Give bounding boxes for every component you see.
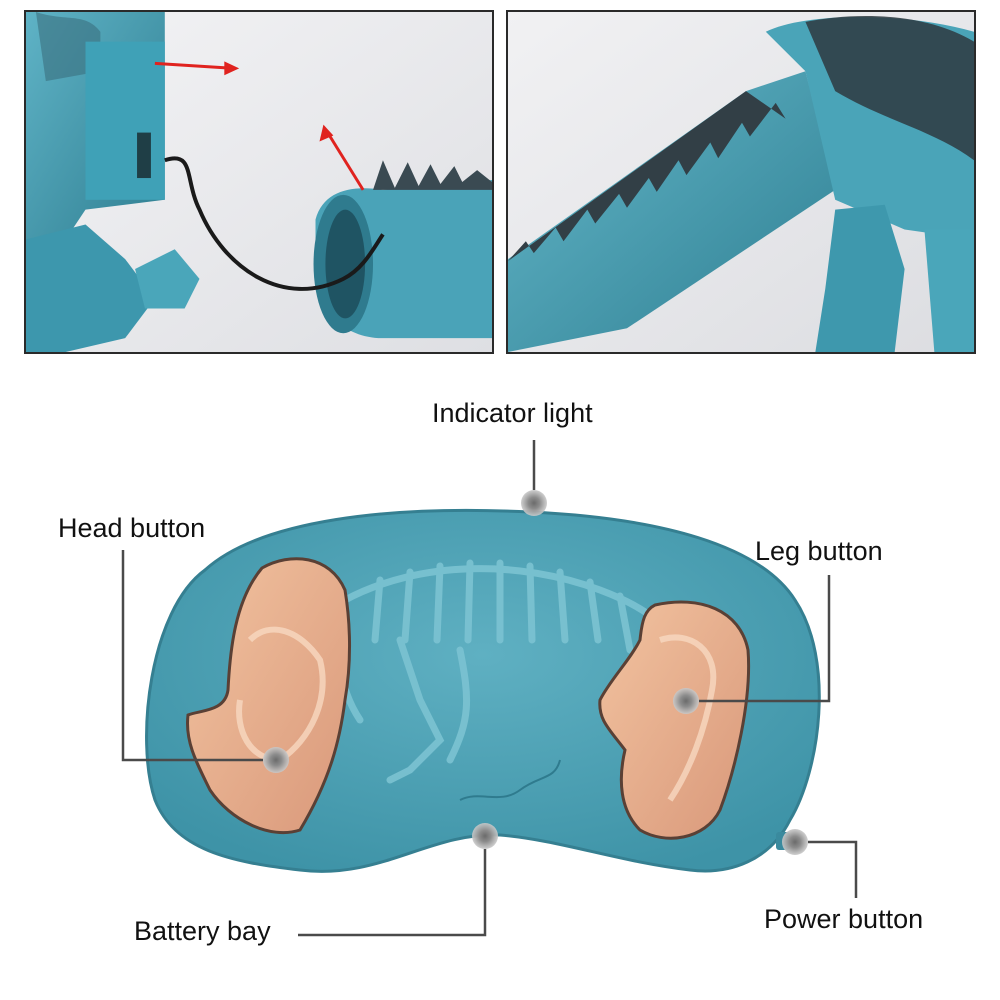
indicator-light-label: Indicator light <box>432 398 593 428</box>
photo-tail-detached-image <box>26 12 492 352</box>
leg-button-marker <box>673 688 699 714</box>
power-button-marker <box>782 829 808 855</box>
battery-bay-seam <box>459 759 561 801</box>
photo-tail-attached <box>506 10 976 354</box>
power-button-label: Power button <box>764 904 924 934</box>
photo-tail-detached <box>24 10 494 354</box>
leg-button-label: Leg button <box>755 536 883 566</box>
battery-bay-label: Battery bay <box>134 916 271 946</box>
head-button-label: Head button <box>58 513 206 543</box>
head-button[interactable] <box>185 557 352 835</box>
photo-tail-attached-image <box>508 12 974 352</box>
head-button-marker <box>263 747 289 773</box>
battery-bay-marker <box>472 823 498 849</box>
indicator-light-marker <box>521 490 547 516</box>
callout-lines <box>121 440 858 937</box>
